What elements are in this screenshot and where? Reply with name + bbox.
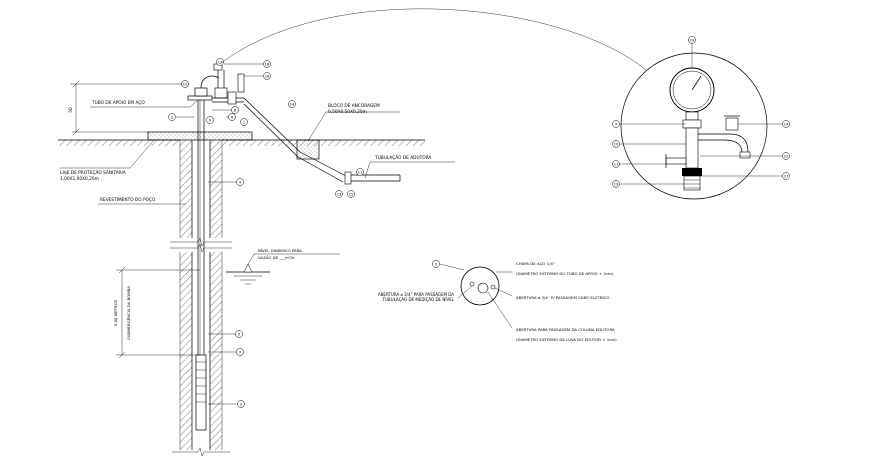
dimension-top-label: 50 — [68, 107, 74, 113]
svg-text:REVESTIMENTO DO POÇO: REVESTIMENTO DO POÇO — [100, 197, 156, 203]
marker-pipe-13: 13 — [335, 190, 343, 198]
svg-text:15: 15 — [349, 192, 354, 196]
svg-text:1,00X1,00X0,20m: 1,00X1,00X0,20m — [60, 176, 99, 182]
marker-pipe-14: 14 — [288, 100, 296, 108]
plate-detail — [439, 263, 513, 329]
pump-column-pipe — [197, 96, 205, 405]
svg-text:16: 16 — [265, 62, 270, 66]
svg-text:9: 9 — [615, 122, 618, 126]
label-chapa: CHAPA DE AÇO 1/4" — [516, 261, 555, 266]
svg-text:8: 8 — [234, 108, 237, 112]
svg-text:4: 4 — [239, 180, 242, 184]
submersible-pump — [195, 354, 207, 431]
svg-text:3: 3 — [435, 262, 437, 266]
marker-well-5: 5 — [235, 330, 243, 338]
marker-gauge-9: 9 — [612, 120, 620, 128]
label-abertura-coluna: ABERTURA PARA PASSAGEM DA COLUNA EDUTORA — [516, 327, 615, 332]
dimension-submergence: 5,00 METROS SUBMERGÊNCIA DA BOMBA — [113, 266, 200, 359]
svg-text:10: 10 — [614, 142, 619, 146]
svg-text:TUBULAÇÃO DE ADUTORA: TUBULAÇÃO DE ADUTORA — [374, 154, 431, 161]
label-abertura-cabo: ABERTURA ⌀ 3/4" P/ PASSAGEM CABO ELETRIC… — [516, 295, 609, 300]
marker-top-18: 18 — [263, 72, 271, 80]
svg-text:LAJE DE PROTEÇÃO SANITÁRIA: LAJE DE PROTEÇÃO SANITÁRIA — [60, 169, 126, 176]
svg-text:14: 14 — [784, 122, 789, 126]
svg-text:7: 7 — [239, 350, 241, 354]
svg-text:14: 14 — [290, 102, 295, 106]
gauge-leaders — [620, 44, 782, 185]
svg-text:0,50X0,50X0,20m: 0,50X0,50X0,20m — [328, 109, 367, 115]
svg-text:6: 6 — [231, 115, 234, 119]
nivel-label-1: NÍVEL DINÂMICO PARA — [258, 248, 302, 253]
marker-well-6: 6 — [228, 113, 236, 121]
svg-text:5: 5 — [238, 332, 240, 336]
marker-gauge-14: 14 — [782, 120, 790, 128]
svg-text:13: 13 — [614, 182, 619, 186]
detail-callout-arc — [219, 8, 647, 71]
marker-well-2: 2 — [237, 400, 245, 408]
svg-text:3: 3 — [171, 115, 173, 119]
dimension-top: 50 — [68, 80, 186, 136]
svg-text:11: 11 — [358, 170, 363, 174]
svg-text:17: 17 — [784, 174, 789, 178]
svg-text:12: 12 — [784, 154, 789, 158]
wellhead-fittings — [187, 63, 245, 105]
svg-text:9: 9 — [209, 118, 212, 122]
marker-well-7: 7 — [236, 348, 244, 356]
marker-pipe-11: 11 — [356, 168, 364, 176]
label-chapa-note: (DIAMETRO EXTERNO DO TUBO DE APOIO + 2cm… — [516, 271, 614, 276]
marker-well-1: 1 — [240, 118, 248, 126]
label-abertura-coluna-note: (DIAMETRO EXTERNO DA LUVA DO EDUTOR + 1c… — [516, 337, 617, 342]
marker-well-9: 9 — [206, 116, 214, 124]
marker-well-8: 8 — [231, 106, 239, 114]
submergence-meters: 5,00 METROS — [113, 299, 118, 326]
nivel-label-2: VAZÃO DE ___m³/h — [258, 255, 295, 260]
marker-top-12: 12 — [181, 80, 189, 88]
marker-well-3: 3 — [168, 113, 176, 121]
break-line — [170, 237, 232, 469]
svg-text:17: 17 — [218, 60, 223, 64]
label-tubo-apoio: TUBO DE APOIO EM AÇO — [90, 100, 198, 108]
svg-text:11: 11 — [614, 162, 619, 166]
label-tubulacao: TUBULAÇÃO DE ADUTORA — [364, 154, 455, 179]
svg-text:19: 19 — [690, 38, 695, 42]
marker-top-17: 17 — [216, 58, 224, 66]
label-abertura-medicao: ABERTURA ⌀ 3/4" PARA PASSAGEM DA TUBULAÇ… — [377, 292, 454, 302]
marker-plate-3: 3 — [432, 260, 440, 268]
svg-text:TUBO DE APOIO EM AÇO: TUBO DE APOIO EM AÇO — [91, 100, 145, 106]
svg-text:1: 1 — [243, 120, 245, 124]
discharge-pipe — [243, 97, 401, 185]
svg-text:BLOCO DE ANCORAGEM: BLOCO DE ANCORAGEM — [328, 103, 380, 109]
dynamic-water-level: NÍVEL DINÂMICO PARA VAZÃO DE ___m³/h — [226, 248, 340, 285]
marker-gauge-11: 11 — [612, 160, 620, 168]
label-laje: LAJE DE PROTEÇÃO SANITÁRIA 1,00X1,00X0,2… — [60, 139, 155, 182]
label-revestimento: REVESTIMENTO DO POÇO — [98, 197, 186, 205]
label-bloco: BLOCO DE ANCORAGEM 0,50X0,50X0,20m — [307, 103, 400, 142]
submergence-label: SUBMERGÊNCIA DA BOMBA — [126, 286, 131, 340]
svg-text:2: 2 — [240, 402, 242, 406]
marker-gauge-17: 17 — [782, 172, 790, 180]
marker-gauge-10: 10 — [612, 140, 620, 148]
svg-text:12: 12 — [183, 82, 188, 86]
gauge-detail — [620, 52, 768, 200]
marker-gauge-12: 12 — [782, 152, 790, 160]
ground-surface — [58, 139, 425, 146]
marker-gauge-13: 13 — [612, 180, 620, 188]
svg-text:13: 13 — [337, 192, 342, 196]
marker-pipe-15: 15 — [347, 190, 355, 198]
svg-text:18: 18 — [265, 74, 270, 78]
well-casing — [179, 140, 223, 456]
well-leaders — [176, 109, 236, 405]
marker-gauge-19: 19 — [688, 36, 696, 44]
marker-top-16: 16 — [263, 60, 271, 68]
marker-well-4: 4 — [236, 178, 244, 186]
